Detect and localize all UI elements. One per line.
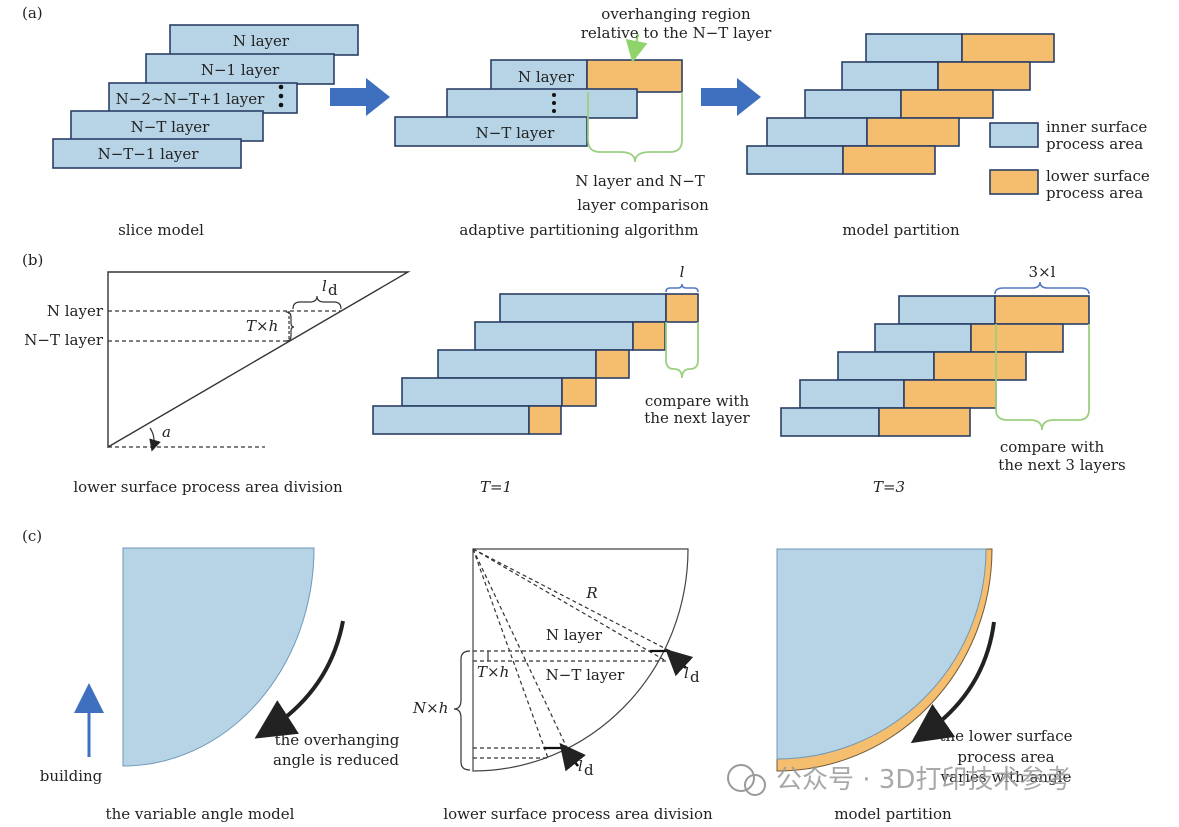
legend-inner-swatch — [989, 122, 1039, 148]
legend-lower-2: process area — [1046, 184, 1143, 202]
slice-label-n-t-1: N−T−1 layer — [98, 145, 200, 163]
caption-c-3: model partition — [834, 805, 952, 823]
watermark: 公众号 · 3D打印技术参考 — [727, 764, 1071, 796]
b-cmp1-2: the next layer — [644, 409, 750, 427]
c-overhang-1: the overhanging — [275, 731, 400, 749]
slice-label-n: N layer — [233, 32, 290, 50]
slice-layer-n-t — [70, 110, 264, 142]
adaptive-layer-mid — [446, 88, 638, 119]
caption-c-1: the variable angle model — [106, 805, 295, 823]
caption-a-2: adaptive partitioning algorithm — [459, 221, 698, 239]
comparison-note-2: layer comparison — [577, 196, 709, 214]
panel-a-tag: (a) — [22, 4, 43, 22]
triangle-model — [107, 271, 411, 452]
c-varies-arrow — [910, 621, 996, 744]
slice-label-n-t: N−T layer — [131, 118, 211, 136]
b-txh: T×h — [246, 317, 278, 335]
caption-b-3: T=3 — [873, 478, 905, 496]
c-ld-1: l — [684, 664, 689, 682]
overhang-pointer — [625, 33, 648, 63]
b-nt-layer: N−T layer — [24, 331, 104, 349]
adaptive-label-n-t: N−T layer — [476, 124, 556, 142]
caption-a-3: model partition — [842, 221, 960, 239]
b-ld: l — [322, 277, 327, 295]
adaptive-layer-n-overhang — [586, 59, 683, 93]
caption-b-1: lower surface process area division — [73, 478, 343, 496]
b-angle: a — [162, 423, 171, 441]
b-n-layer: N layer — [47, 302, 104, 320]
adaptive-ellipsis — [552, 93, 556, 113]
c-building: building — [40, 767, 103, 785]
overhang-note-2: relative to the N−T layer — [581, 24, 772, 42]
slice-label-n-1: N−1 layer — [201, 61, 280, 79]
slice-model-stack: N layer N−1 layer N−2~N−T+1 layer N−T la… — [52, 24, 359, 169]
c-ld-2-sub: d — [584, 761, 594, 779]
c-varies-2: process area — [957, 748, 1054, 766]
b-ld-sub: d — [328, 281, 338, 299]
overhang-curve-arrow — [254, 620, 345, 739]
b-cmp3-2: the next 3 layers — [998, 456, 1125, 474]
ellipsis-dots — [278, 84, 284, 108]
b-l-triple: 3×l — [1029, 263, 1056, 281]
adaptive-layer-n-t — [394, 116, 588, 147]
legend-lower-swatch — [989, 169, 1039, 195]
c-varies-3: varies with angle — [940, 768, 1072, 786]
c-varies-1: the lower surface — [939, 727, 1072, 745]
adaptive-label-n: N layer — [518, 68, 575, 86]
t3-stack — [780, 281, 1090, 437]
c-overhang-2: angle is reduced — [273, 751, 399, 769]
slice-layer-n-t-1 — [52, 138, 242, 169]
flow-arrow-2 — [701, 78, 761, 116]
slice-layer-n — [169, 24, 359, 56]
legend-inner-1: inner surface — [1046, 118, 1147, 136]
legend-lower-1: lower surface — [1046, 167, 1150, 185]
c-txh: T×h — [477, 663, 509, 681]
model-partition-stack — [746, 33, 1055, 175]
caption-a-1: slice model — [118, 221, 204, 239]
c-ld-1-sub: d — [690, 668, 700, 686]
caption-c-2: lower surface process area division — [443, 805, 713, 823]
c-nxh: N×h — [412, 699, 448, 717]
flow-arrow-1 — [330, 78, 390, 116]
division-diagram — [453, 548, 694, 772]
comparison-note-1: N layer and N−T — [575, 172, 705, 190]
c-ld-2: l — [578, 757, 583, 775]
adaptive-partition-stack: N layer N−T layer — [394, 33, 683, 163]
comparison-brace-a — [587, 92, 683, 163]
panel-c-tag: (c) — [22, 527, 42, 545]
watermark-text: 公众号 · 3D打印技术参考 — [776, 765, 1071, 795]
c-partition-inner — [776, 548, 987, 760]
legend-inner-2: process area — [1046, 135, 1143, 153]
c-R: R — [585, 584, 597, 602]
wechat-icon — [727, 764, 755, 792]
slice-label-mid: N−2~N−T+1 layer — [116, 90, 265, 108]
slice-layer-n-1 — [145, 53, 335, 85]
b-l-single: l — [680, 263, 685, 281]
b-cmp3-1: compare with — [1000, 438, 1105, 456]
overhang-note-1: overhanging region — [601, 5, 751, 23]
c-n-layer: N layer — [546, 626, 603, 644]
b-cmp1-1: compare with — [645, 392, 750, 410]
c-nt-layer: N−T layer — [546, 666, 626, 684]
panel-b-tag: (b) — [22, 251, 43, 269]
t1-stack — [372, 283, 699, 435]
caption-b-2: T=1 — [480, 478, 512, 496]
adaptive-layer-n-inner — [490, 59, 588, 93]
